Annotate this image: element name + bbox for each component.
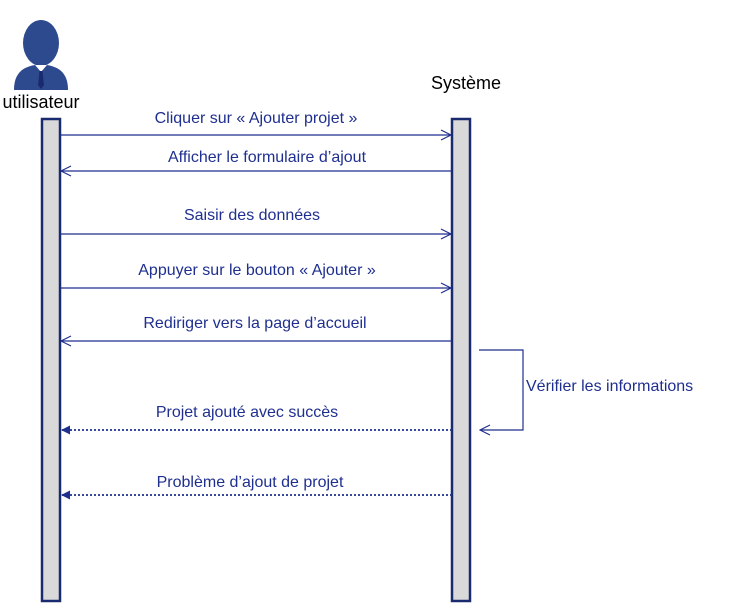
message-label-3: Saisir des données [184, 207, 320, 224]
self-message-label: Vérifier les informations [526, 378, 693, 395]
message-label-5: Rediriger vers la page d’accueil [143, 315, 366, 332]
message-label-6: Projet ajouté avec succès [156, 404, 338, 421]
user-icon [14, 20, 68, 90]
message-label-1: Cliquer sur « Ajouter projet » [155, 110, 358, 127]
message-label-7: Problème d’ajout de projet [157, 474, 344, 491]
message-label-2: Afficher le formulaire d’ajout [168, 149, 367, 166]
lifeline-system [450, 117, 472, 603]
message-label-4: Appuyer sur le bouton « Ajouter » [138, 262, 376, 279]
self-message-arrow [479, 349, 524, 430]
actor-label-system: Système [431, 73, 501, 93]
lifeline-user [40, 117, 62, 603]
actor-label-user: utilisateur [2, 92, 79, 112]
